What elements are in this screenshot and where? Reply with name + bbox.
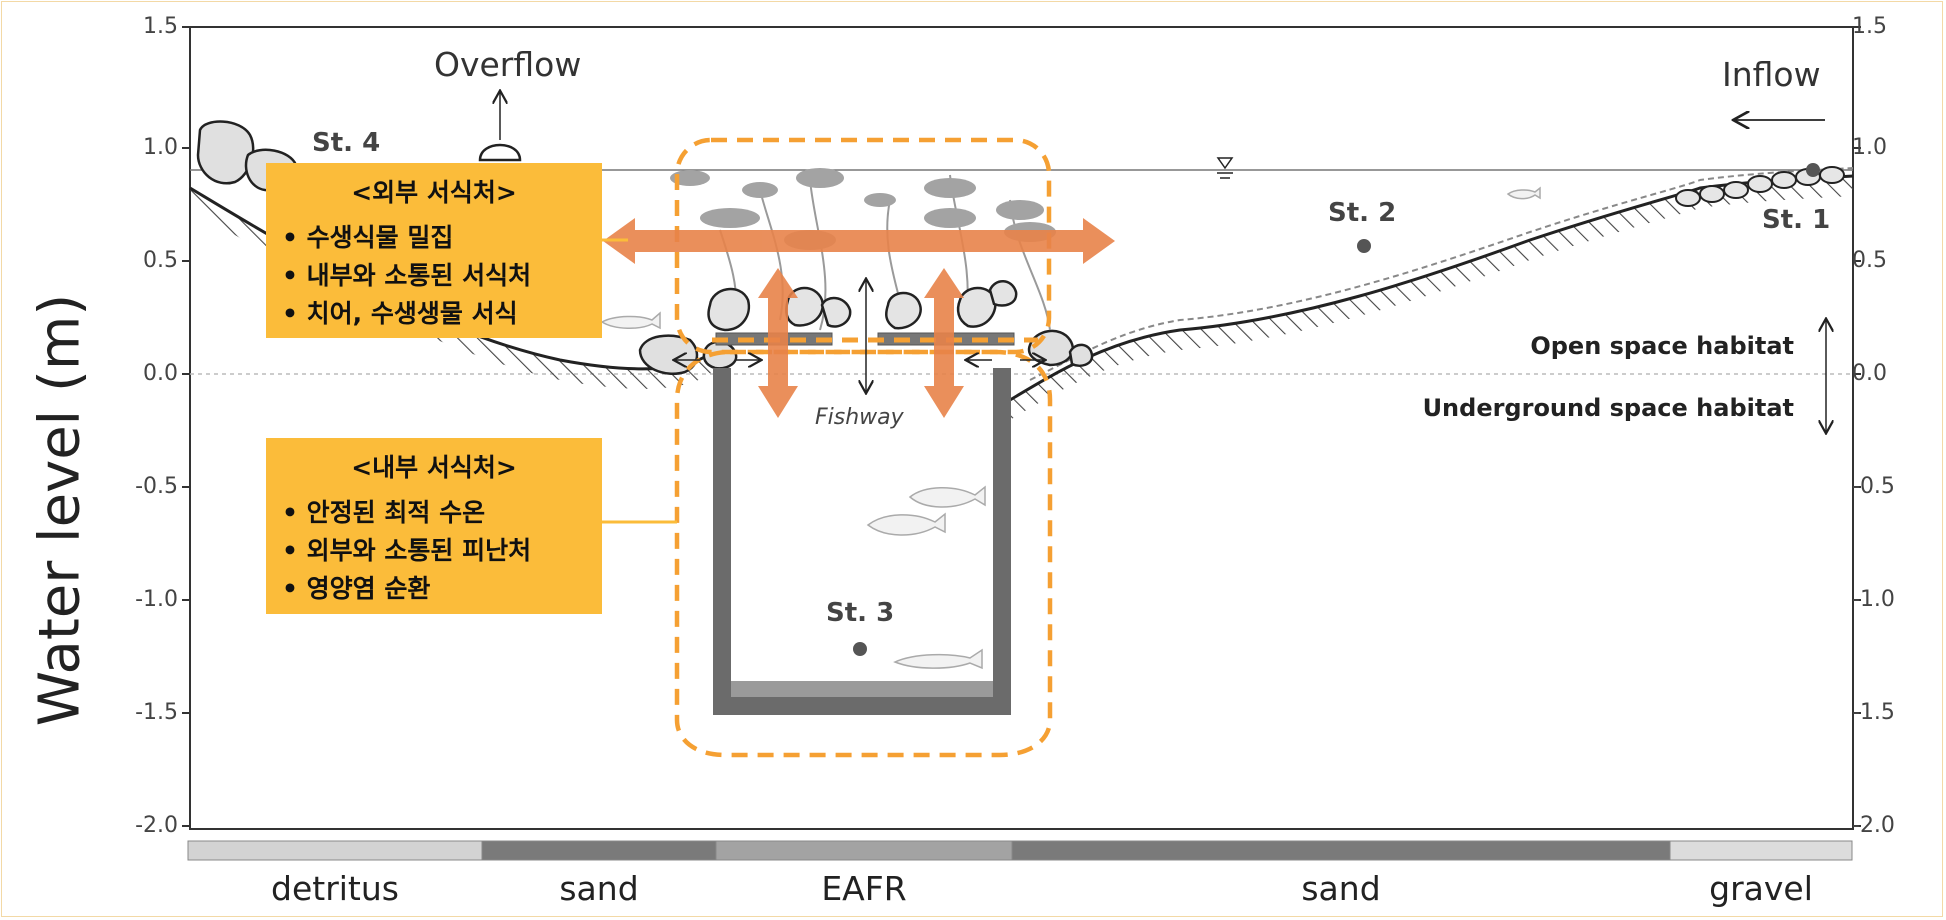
station-st1-label: St. 1 [1762, 205, 1831, 235]
substrate-segment-eafr [715, 840, 1013, 861]
external-habitat-box: <외부 서식처> • 수생식물 밀집 • 내부와 소통된 서식처 • 치어, 수… [266, 163, 602, 338]
substrate-bar [187, 840, 1853, 861]
station-st4-label: St. 4 [312, 128, 381, 158]
overflow-label: Overflow [434, 45, 582, 84]
boulders-eafr [707, 280, 1018, 332]
y-tick-right: 0.0 [1852, 361, 1887, 386]
fishway-label: Fishway [815, 405, 904, 430]
station-st3-dot [853, 642, 867, 656]
substrate-label-detritus: detritus [271, 869, 399, 908]
y-tick-left: -1.0 [135, 587, 178, 612]
left-tick-marks [182, 26, 190, 827]
substrate-label-gravel: gravel [1709, 869, 1813, 908]
y-tick-left: 1.0 [143, 135, 178, 160]
internal-habitat-box: <내부 서식처> • 안정된 최적 수온 • 외부와 소통된 피난처 • 영양염… [266, 438, 602, 614]
substrate-segment-sand-right [1011, 840, 1671, 861]
fish-sketches [600, 186, 1541, 670]
y-tick-right: -1.5 [1852, 700, 1895, 725]
y-tick-left: -1.5 [135, 700, 178, 725]
riverbed-right-hatch [1010, 176, 1853, 420]
external-habitat-item: • 치어, 수생생물 서식 [282, 299, 518, 328]
substrate-segment-detritus [187, 840, 483, 861]
substrate-label-sand-right: sand [1301, 869, 1381, 908]
y-axis-label-wrap: Water level (m) [10, 294, 110, 727]
internal-habitat-outline [674, 349, 1053, 758]
y-tick-right: 1.5 [1852, 14, 1887, 39]
y-tick-right: -2.0 [1852, 813, 1895, 838]
underground-space-habitat-label: Underground space habitat [1422, 394, 1794, 422]
plot-frame [189, 26, 1854, 830]
internal-habitat-item: • 영양염 순환 [282, 574, 431, 603]
internal-habitat-item: • 안정된 최적 수온 [282, 498, 486, 527]
vertical-exchange-arrows [758, 268, 964, 418]
station-st3-label: St. 3 [826, 598, 895, 628]
station-st2-dot [1357, 239, 1371, 253]
external-habitat-item: • 수생식물 밀집 [282, 223, 454, 252]
y-axis-label: Water level (m) [27, 293, 93, 727]
external-habitat-title: <외부 서식처> [351, 178, 517, 207]
overflow-structure [478, 92, 522, 162]
right-tick-marks [1853, 26, 1861, 827]
external-habitat-item: • 내부와 소통된 서식처 [282, 261, 532, 290]
y-tick-right: -1.0 [1852, 587, 1895, 612]
y-tick-left: -2.0 [135, 813, 178, 838]
y-tick-left: 0.5 [143, 248, 178, 273]
substrate-segment-sand-left [481, 840, 717, 861]
station-st2-label: St. 2 [1328, 198, 1397, 228]
internal-habitat-item: • 외부와 소통된 피난처 [282, 536, 532, 565]
substrate-label-sand-left: sand [559, 869, 639, 908]
water-level-symbol [1216, 157, 1234, 179]
y-tick-left: -0.5 [135, 474, 178, 499]
y-tick-right: 1.0 [1852, 135, 1887, 160]
inflow-label: Inflow [1722, 55, 1821, 94]
y-tick-left: 1.5 [143, 14, 178, 39]
eafr-tank [713, 368, 1011, 715]
open-space-habitat-label: Open space habitat [1530, 332, 1794, 360]
station-st1-dot [1806, 163, 1820, 177]
internal-habitat-title: <내부 서식처> [351, 453, 517, 482]
substrate-label-eafr: EAFR [821, 869, 907, 908]
gravel-st1 [1675, 166, 1845, 207]
y-tick-right: -0.5 [1852, 474, 1895, 499]
substrate-segment-gravel [1669, 840, 1853, 861]
y-tick-right: 0.5 [1852, 248, 1887, 273]
y-tick-left: 0.0 [143, 361, 178, 386]
small-flow-arrows [675, 280, 1044, 392]
cover-slabs [715, 332, 1015, 346]
